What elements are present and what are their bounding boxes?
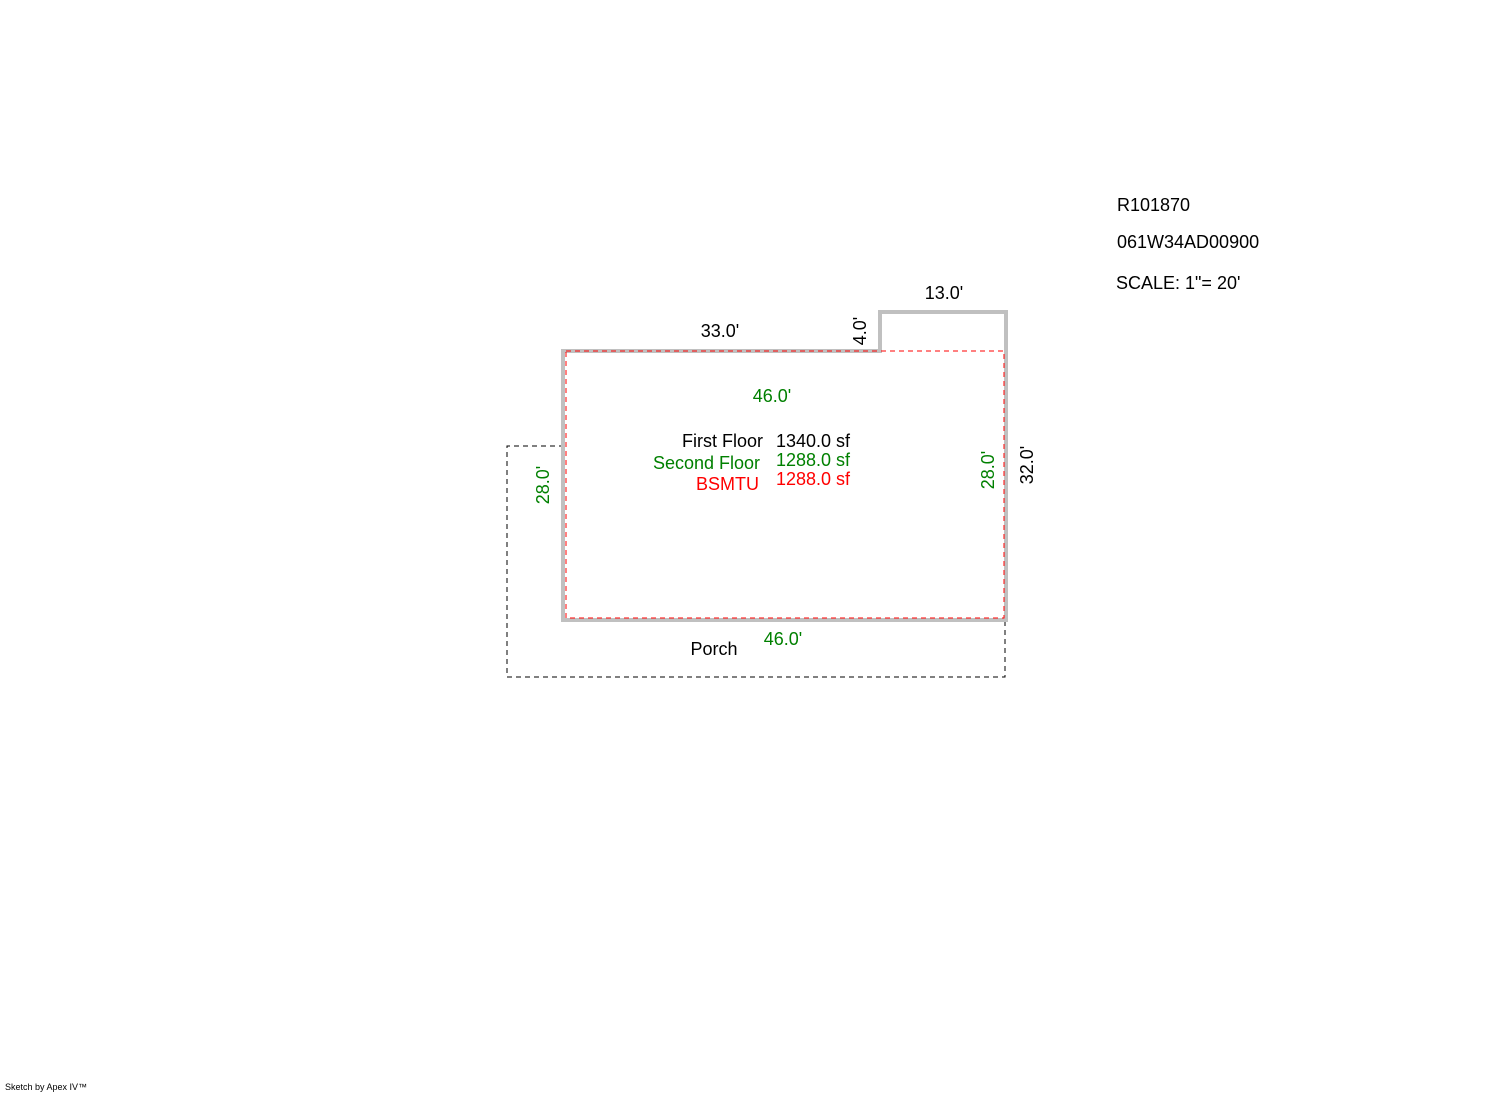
property-id: R101870	[1117, 195, 1190, 215]
dim-step-height: 4.0'	[850, 317, 870, 345]
basement-outline	[565, 350, 1005, 619]
area-first-floor-value: 1340.0 sf	[776, 431, 851, 451]
footer-credit: Sketch by Apex IV™	[5, 1082, 87, 1092]
dim-left-inner: 28.0'	[533, 466, 553, 504]
dim-bottom: 46.0'	[764, 629, 802, 649]
area-basement-value: 1288.0 sf	[776, 469, 851, 489]
porch-outline	[506, 445, 1006, 678]
area-basement-label: BSMTU	[696, 474, 759, 494]
dim-right-inner: 28.0'	[978, 451, 998, 489]
scale-label: SCALE: 1"= 20'	[1116, 273, 1240, 293]
area-second-floor-label: Second Floor	[653, 453, 760, 473]
dim-second-floor-top: 46.0'	[753, 386, 791, 406]
first-floor-outline	[561, 310, 1008, 622]
map-tax-lot: 061W34AD00900	[1117, 232, 1259, 252]
area-first-floor-label: First Floor	[682, 431, 763, 451]
porch-label: Porch	[690, 639, 737, 659]
dim-top-left: 33.0'	[701, 321, 739, 341]
area-second-floor-value: 1288.0 sf	[776, 450, 851, 470]
dim-right-outer: 32.0'	[1017, 446, 1037, 484]
dim-top-right: 13.0'	[925, 283, 963, 303]
